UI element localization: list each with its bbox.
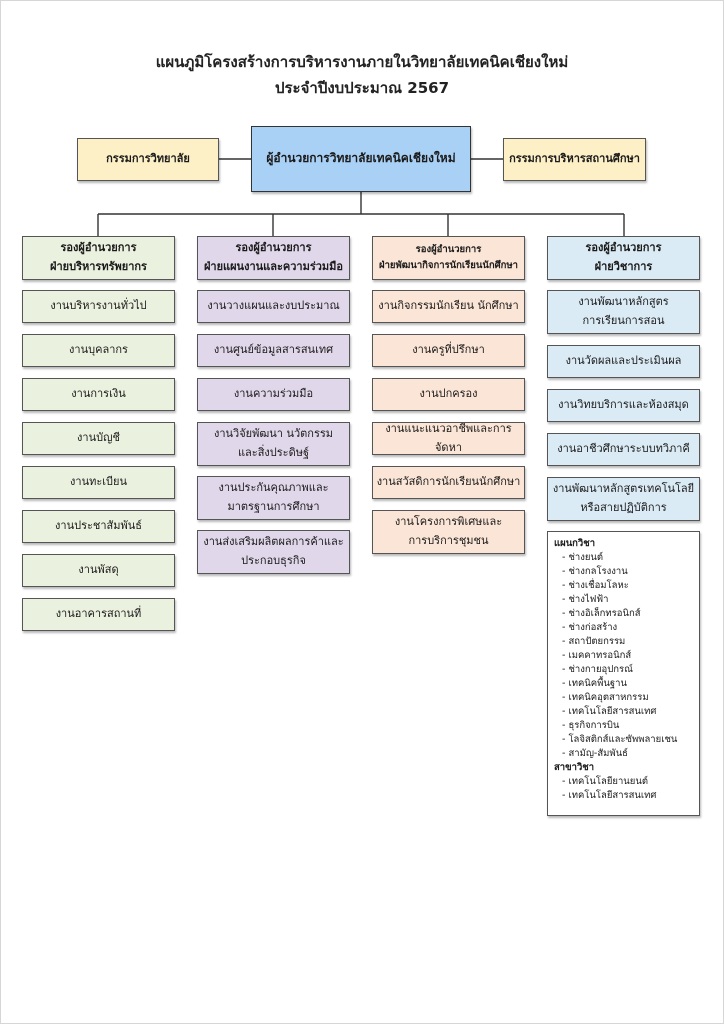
department-item: - ช่างกลโรงงาน <box>562 566 628 577</box>
department-item: - ช่างไฟฟ้า <box>562 594 609 605</box>
col4-item-box: งานพัฒนาหลักสูตร การเรียนการสอน <box>547 290 700 334</box>
col2-item-label: มาตรฐานการศึกษา <box>227 500 320 513</box>
col2-item-box: งานความร่วมมือ <box>197 378 350 411</box>
col1-item-box: งานประชาสัมพันธ์ <box>22 510 175 543</box>
department-item: - ช่างอิเล็กทรอนิกส์ <box>562 608 641 619</box>
deputy-resources-line1: รองผู้อำนวยการ <box>60 241 137 255</box>
deputy-academic-line1: รองผู้อำนวยการ <box>585 241 662 255</box>
col2-item-label: งานประกันคุณภาพและ <box>218 481 329 495</box>
col1-item-box: งานบุคลากร <box>22 334 175 367</box>
col4-item-label: งานพัฒนาหลักสูตร <box>578 295 669 309</box>
departments-heading: แผนกวิชา <box>554 538 596 549</box>
department-item: - สามัญ-สัมพันธ์ <box>562 748 628 759</box>
col4-item-label: งานวิทยบริการและห้องสมุด <box>558 398 689 412</box>
col2-item-box: งานวิจัยพัฒนา นวัตกรรม และสิ่งประดิษฐ์ <box>197 422 350 466</box>
col3-item-box: งานปกครอง <box>372 378 525 411</box>
col3-item-box: งานกิจกรรมนักเรียน นักศึกษา <box>372 290 525 323</box>
col1-item-label: งานพัสดุ <box>78 563 119 577</box>
col4-item-label: งานวัดผลและประเมินผล <box>565 354 682 368</box>
department-item: - ช่างก่อสร้าง <box>562 622 618 633</box>
col4-item-box: งานอาชีวศึกษาระบบทวิภาคี <box>547 433 700 466</box>
col2-item-label: ประกอบธุรกิจ <box>241 554 306 567</box>
col2-item-label: งานวิจัยพัฒนา นวัตกรรม <box>213 427 334 441</box>
col1-item-box: งานพัสดุ <box>22 554 175 587</box>
col1-item-box: งานบัญชี <box>22 422 175 455</box>
col4-item-label: หรือสายปฏิบัติการ <box>580 501 667 514</box>
col4-item-box: งานวัดผลและประเมินผล <box>547 345 700 378</box>
col1-item-label: งานบริหารงานทั่วไป <box>50 299 147 313</box>
deputy-student-affairs-box: รองผู้อำนวยการ ฝ่ายพัฒนากิจการนักเรียนนั… <box>372 236 525 280</box>
col3-item-label: งานครูที่ปรึกษา <box>412 343 485 357</box>
director-label: ผู้อำนวยการวิทยาลัยเทคนิคเชียงใหม่ <box>266 151 456 166</box>
director-box: ผู้อำนวยการวิทยาลัยเทคนิคเชียงใหม่ <box>251 126 471 192</box>
col3-item-box: งานโครงการพิเศษและ การบริการชุมชน <box>372 510 525 554</box>
col3-item-box: งานสวัสดิการนักเรียนนักศึกษา <box>372 466 525 499</box>
committee-college-box: กรรมการวิทยาลัย <box>77 138 219 181</box>
col4-item-label: การเรียนการสอน <box>582 314 665 327</box>
col2-item-label: งานวางแผนและงบประมาณ <box>207 299 340 313</box>
col4-item-box: งานพัฒนาหลักสูตรเทคโนโลยี หรือสายปฏิบัติ… <box>547 477 700 521</box>
col1-item-box: งานการเงิน <box>22 378 175 411</box>
department-item: - เทคนิคอุตสาหกรรม <box>562 692 649 703</box>
committee-admin-box: กรรมการบริหารสถานศึกษา <box>503 138 646 181</box>
col2-item-box: งานวางแผนและงบประมาณ <box>197 290 350 323</box>
col3-item-box: งานครูที่ปรึกษา <box>372 334 525 367</box>
col1-item-label: งานประชาสัมพันธ์ <box>55 519 142 533</box>
department-item: - เมคคาทรอนิกส์ <box>562 650 632 661</box>
col1-item-box: งานบริหารงานทั่วไป <box>22 290 175 323</box>
department-item: - ช่างกายอุปกรณ์ <box>562 664 633 675</box>
col2-item-label: งานส่งเสริมผลิตผลการค้าและ <box>203 535 344 549</box>
col1-item-label: งานการเงิน <box>71 387 126 401</box>
deputy-resources-box: รองผู้อำนวยการ ฝ่ายบริหารทรัพยากร <box>22 236 175 280</box>
committee-college-label: กรรมการวิทยาลัย <box>106 152 190 166</box>
col2-item-label: และสิ่งประดิษฐ์ <box>237 446 310 459</box>
col3-item-label: งานกิจกรรมนักเรียน นักศึกษา <box>378 299 519 313</box>
col2-item-box: งานส่งเสริมผลิตผลการค้าและ ประกอบธุรกิจ <box>197 530 350 574</box>
deputy-planning-line2: ฝ่ายแผนงานและความร่วมมือ <box>203 260 344 273</box>
col1-item-label: งานบุคลากร <box>69 343 128 357</box>
deputy-student-affairs-line1: รองผู้อำนวยการ <box>415 243 482 255</box>
col2-item-label: งานความร่วมมือ <box>233 387 314 401</box>
col3-item-label: งานปกครอง <box>419 387 478 401</box>
branches-heading: สาขาวิชา <box>554 762 595 773</box>
departments-list-box: แผนกวิชา - ช่างยนต์ - ช่างกลโรงงาน - ช่า… <box>547 531 700 816</box>
deputy-resources-line2: ฝ่ายบริหารทรัพยากร <box>50 260 147 273</box>
col1-item-label: งานทะเบียน <box>70 475 127 489</box>
department-item: - ช่างเชื่อมโลหะ <box>562 580 629 591</box>
deputy-planning-box: รองผู้อำนวยการ ฝ่ายแผนงานและความร่วมมือ <box>197 236 350 280</box>
deputy-student-affairs-line2: ฝ่ายพัฒนากิจการนักเรียนนักศึกษา <box>379 260 518 271</box>
col1-item-box: งานอาคารสถานที่ <box>22 598 175 631</box>
col1-item-label: งานบัญชี <box>77 431 120 445</box>
deputy-academic-box: รองผู้อำนวยการ ฝ่ายวิชาการ <box>547 236 700 280</box>
col4-item-label: งานอาชีวศึกษาระบบทวิภาคี <box>557 442 690 456</box>
department-item: - ธุรกิจการบิน <box>562 720 620 731</box>
department-item: - เทคโนโลยีสารสนเทศ <box>562 706 657 717</box>
department-item: - ช่างยนต์ <box>562 552 604 563</box>
col2-item-label: งานศูนย์ข้อมูลสารสนเทศ <box>213 343 334 357</box>
deputy-planning-line1: รองผู้อำนวยการ <box>235 241 312 255</box>
col2-item-box: งานศูนย์ข้อมูลสารสนเทศ <box>197 334 350 367</box>
col3-item-label: การบริการชุมชน <box>408 534 489 547</box>
col3-item-label: งานโครงการพิเศษและ <box>394 515 503 529</box>
deputy-academic-line2: ฝ่ายวิชาการ <box>594 260 653 273</box>
col3-item-label: งานแนะแนวอาชีพและการจัดหา <box>385 422 512 454</box>
col3-item-label: งานสวัสดิการนักเรียนนักศึกษา <box>376 475 521 489</box>
committee-admin-label: กรรมการบริหารสถานศึกษา <box>509 152 640 166</box>
branch-item: - เทคโนโลยีสารสนเทศ <box>562 790 657 801</box>
department-item: - โลจิสติกส์และซัพพลายเชน <box>562 734 678 745</box>
branch-item: - เทคโนโลยียานยนต์ <box>562 776 649 787</box>
chart-title: แผนภูมิโครงสร้างการบริหารงานภายในวิทยาลั… <box>155 53 569 71</box>
chart-subtitle: ประจำปีงบประมาณ 2567 <box>274 79 450 97</box>
department-item: - สถาปัตยกรรม <box>562 636 626 647</box>
department-item: - เทคนิคพื้นฐาน <box>562 678 627 689</box>
col4-item-label: งานพัฒนาหลักสูตรเทคโนโลยี <box>552 482 695 496</box>
col1-item-label: งานอาคารสถานที่ <box>55 607 142 621</box>
col2-item-box: งานประกันคุณภาพและ มาตรฐานการศึกษา <box>197 476 350 520</box>
col1-item-box: งานทะเบียน <box>22 466 175 499</box>
col3-item-box: งานแนะแนวอาชีพและการจัดหา <box>372 422 525 455</box>
col4-item-box: งานวิทยบริการและห้องสมุด <box>547 389 700 422</box>
